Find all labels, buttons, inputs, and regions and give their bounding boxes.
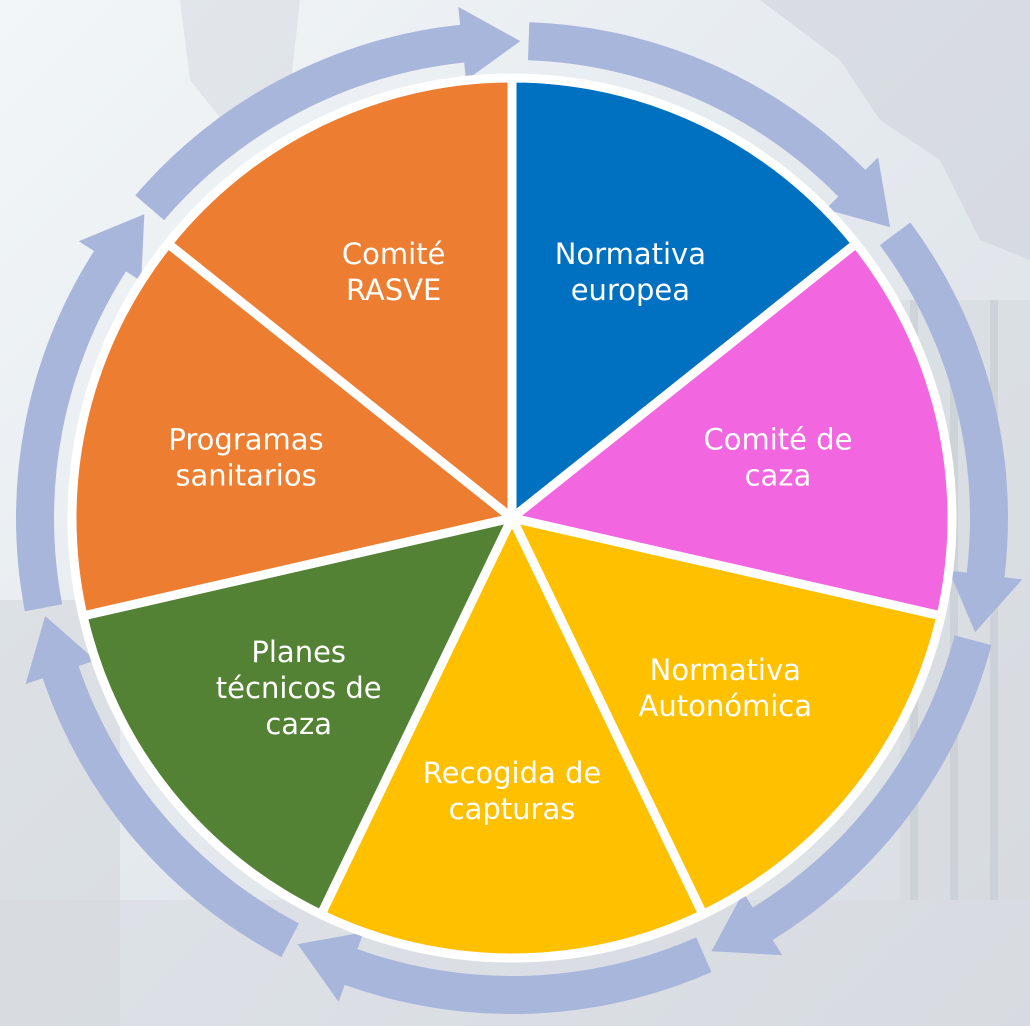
label-line: Normativa xyxy=(555,237,706,271)
cycle-arrows xyxy=(16,6,1023,1014)
segment-planes-tecnicos-de-caza xyxy=(78,513,517,919)
segment-programas-sanitarios xyxy=(67,239,517,621)
label-line: Programas xyxy=(168,422,323,456)
label-line: Normativa xyxy=(650,653,801,687)
label-line: RASVE xyxy=(346,273,441,307)
segment-recogida-de-capturas xyxy=(316,513,708,963)
segment-comite-rasve xyxy=(163,73,517,523)
label-line: Autonómica xyxy=(639,689,812,723)
cycle-segments xyxy=(67,73,957,963)
label-line: caza xyxy=(265,707,332,741)
cycle-arrow-normativa-europea xyxy=(527,22,891,228)
label-line: capturas xyxy=(449,792,576,826)
segment-comite-de-caza xyxy=(507,239,957,621)
segment-normativa-europea xyxy=(507,73,861,523)
label-line: Comité de xyxy=(703,422,852,456)
label-line: europea xyxy=(571,273,690,307)
label-line: Comité xyxy=(342,237,446,271)
cycle-arrow-comite-rasve xyxy=(135,6,521,221)
cycle-arrow-normativa-autonomica xyxy=(711,635,992,956)
segment-normativa-autonomica xyxy=(507,513,946,919)
label-line: técnicos de xyxy=(216,671,382,705)
label-line: sanitarios xyxy=(175,458,316,492)
cycle-arrow-programas-sanitarios xyxy=(16,214,145,612)
label-line: Recogida de xyxy=(423,756,602,790)
cycle-arrow-comite-de-caza xyxy=(879,222,1023,633)
label-line: Planes xyxy=(251,635,346,669)
label-line: caza xyxy=(745,458,812,492)
cycle-arrow-recogida-de-capturas xyxy=(297,932,712,1014)
cycle-arrow-planes-tecnicos-de-caza xyxy=(25,616,300,958)
